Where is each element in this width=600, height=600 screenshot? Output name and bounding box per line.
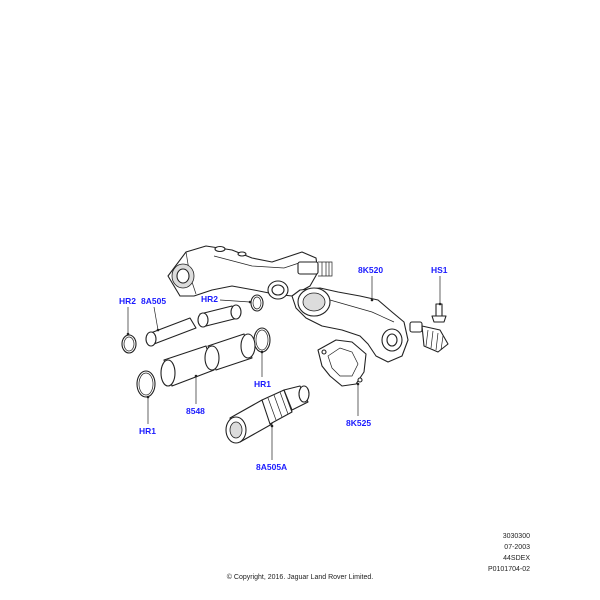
callout-8548: 8548 <box>186 406 205 416</box>
reference-line-3: 44SDEX <box>503 555 530 562</box>
callout-8a505: 8A505 <box>141 296 166 306</box>
coolant-manifold <box>167 245 449 363</box>
o-ring-hr2-left <box>121 334 137 354</box>
copyright-notice: © Copyright, 2016. Jaguar Land Rover Lim… <box>226 574 374 581</box>
o-ring-hr1-right <box>253 327 271 353</box>
tube-8a505 <box>145 304 242 347</box>
gasket-part <box>317 339 367 387</box>
callout-hs1: HS1 <box>431 265 448 275</box>
callout-hr2-left: HR2 <box>119 296 136 306</box>
callout-8a505a: 8A505A <box>256 462 287 472</box>
callout-hr2-mid: HR2 <box>201 294 218 304</box>
callout-8k525: 8K525 <box>346 418 371 428</box>
callout-hr1-right: HR1 <box>254 379 271 389</box>
reference-line-4: P0101704-02 <box>487 566 530 573</box>
leader-lines <box>126 276 442 460</box>
callout-hr1-left: HR1 <box>139 426 156 436</box>
reference-block: 3030300 07-2003 44SDEX P0101704-02 <box>488 531 530 575</box>
reference-line-2: 07-2003 <box>504 544 530 551</box>
sensor-part <box>431 303 447 323</box>
o-ring-hr1-left <box>136 370 156 398</box>
adaptor-8a505a <box>225 385 310 444</box>
callout-8k520: 8K520 <box>358 265 383 275</box>
tube-8548 <box>160 333 256 387</box>
o-ring-hr2-mid <box>250 294 264 312</box>
reference-line-1: 3030300 <box>502 533 530 540</box>
